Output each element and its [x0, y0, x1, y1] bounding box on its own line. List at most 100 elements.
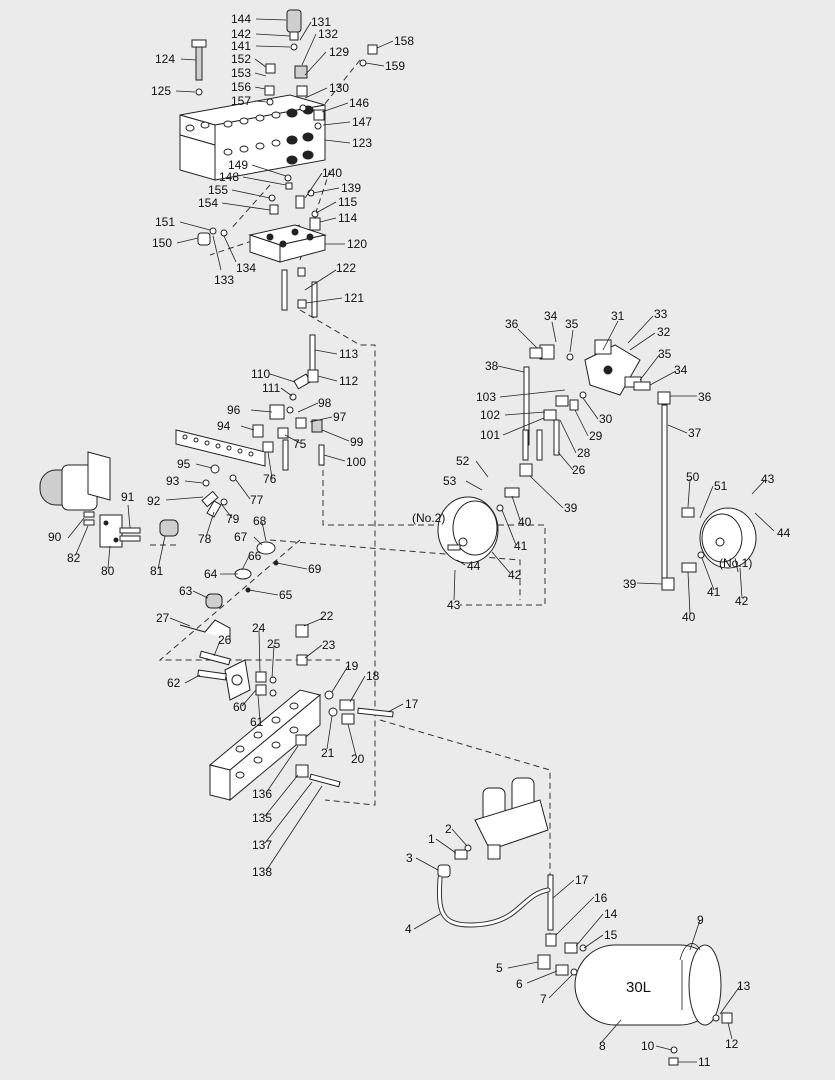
twin-valve-block	[248, 224, 327, 309]
part-label: 146	[349, 96, 369, 110]
part-label: 112	[339, 374, 358, 388]
part-label: 38	[485, 359, 499, 373]
chamber-label-no1: (No.1)	[719, 556, 752, 570]
perforated-bracket	[175, 429, 266, 467]
part-label: 24	[252, 621, 266, 635]
part-label: 138	[252, 865, 272, 879]
part-label: 153	[231, 66, 251, 80]
part-label: 32	[657, 325, 671, 339]
air-hose	[437, 875, 551, 928]
upper-fittings	[191, 9, 378, 246]
part-label: 68	[253, 514, 267, 528]
part-label: 125	[151, 84, 171, 98]
part-label: 157	[231, 94, 251, 108]
part-label: 29	[589, 429, 603, 443]
part-label: 30	[599, 412, 613, 426]
part-label: 35	[658, 347, 672, 361]
part-label: 26	[218, 633, 232, 647]
part-label: 66	[248, 549, 262, 563]
part-label: 133	[214, 273, 234, 287]
part-label: 6	[516, 977, 523, 991]
part-label: 135	[252, 811, 272, 825]
part-label: 100	[346, 455, 366, 469]
part-label: 81	[150, 564, 164, 578]
part-label: 142	[231, 27, 251, 41]
part-label: 20	[351, 752, 365, 766]
part-label: 64	[204, 567, 218, 581]
air-tank: 30L	[537, 933, 733, 1066]
part-label: 2	[445, 822, 452, 836]
part-label: 82	[67, 551, 81, 565]
part-label: 92	[147, 494, 161, 508]
part-label: 141	[231, 39, 251, 53]
part-label: 21	[321, 746, 335, 760]
part-label: 23	[322, 638, 336, 652]
part-label: 3	[406, 851, 413, 865]
part-label: 95	[177, 457, 191, 471]
part-label: 122	[336, 261, 356, 275]
part-label: 1	[428, 832, 435, 846]
part-label: 40	[682, 610, 696, 624]
part-label: 140	[322, 166, 342, 180]
part-label: 37	[688, 426, 702, 440]
chamber-label-no2: (No.2)	[412, 511, 445, 525]
part-label: 99	[350, 435, 364, 449]
part-label: 50	[686, 470, 700, 484]
part-label: 102	[480, 408, 500, 422]
part-label: 155	[208, 183, 228, 197]
part-label: 123	[352, 136, 372, 150]
leader-lines	[67, 18, 775, 1063]
part-label: 62	[167, 676, 181, 690]
part-label: 97	[333, 410, 347, 424]
part-label: 147	[352, 115, 372, 129]
relay-valve	[529, 339, 671, 421]
part-label: 158	[394, 34, 414, 48]
part-label: 63	[179, 584, 193, 598]
part-label: 96	[227, 403, 241, 417]
part-label: 33	[654, 307, 668, 321]
part-label: 101	[480, 428, 500, 442]
part-label: 149	[228, 158, 248, 172]
part-label: 154	[198, 196, 218, 210]
brake-chamber-no1	[661, 507, 757, 591]
part-label: 28	[577, 446, 591, 460]
part-label: 43	[447, 598, 461, 612]
part-label: 17	[575, 873, 589, 887]
part-label: 36	[698, 390, 712, 404]
part-label: 43	[761, 472, 775, 486]
part-label: 42	[508, 568, 522, 582]
motor	[39, 451, 179, 548]
part-label: 26	[572, 463, 586, 477]
part-label: 67	[234, 530, 248, 544]
part-label: 80	[101, 564, 115, 578]
part-label: 69	[308, 562, 322, 576]
part-label: 15	[604, 928, 618, 942]
part-label: 148	[219, 170, 239, 184]
part-label: 132	[318, 27, 338, 41]
part-label: 156	[231, 80, 251, 94]
part-labels: 144 142 141 131 132 129 158 159 124 152 …	[48, 12, 791, 1069]
part-label: 25	[267, 637, 281, 651]
part-label: 22	[320, 609, 334, 623]
part-label: 77	[250, 493, 264, 507]
part-label: 93	[166, 474, 180, 488]
part-label: 79	[226, 512, 240, 526]
part-label: 31	[611, 309, 625, 323]
part-label: 130	[329, 81, 349, 95]
part-label: 144	[231, 12, 251, 26]
tubes	[281, 269, 668, 931]
part-label: 4	[405, 922, 412, 936]
part-label: 34	[674, 363, 688, 377]
part-label: 91	[121, 490, 135, 504]
part-label: 52	[456, 454, 470, 468]
part-label: 40	[518, 515, 532, 529]
part-label: 111	[262, 381, 281, 395]
part-label: 8	[599, 1039, 606, 1053]
part-label: 42	[735, 594, 749, 608]
part-label: 34	[544, 309, 558, 323]
part-label: 136	[252, 787, 272, 801]
part-label: 36	[505, 317, 519, 331]
part-label: 19	[345, 659, 359, 673]
clamp-fittings	[179, 541, 279, 640]
